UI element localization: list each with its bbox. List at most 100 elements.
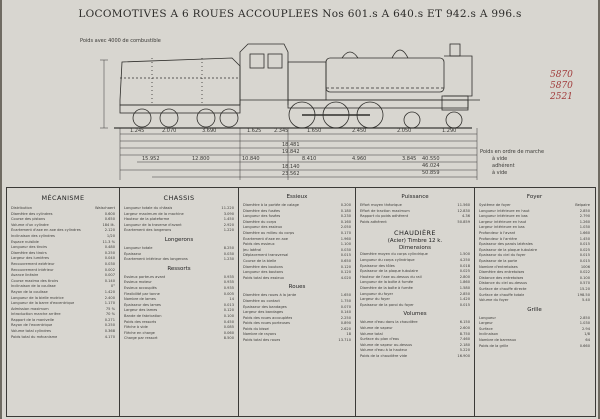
spec-value: Walschaert	[95, 206, 115, 210]
spec-label: Longueur des tiroirs	[11, 245, 47, 250]
dimension-label: 10.840	[242, 156, 260, 162]
weight-caption: Poids avec 4000 de combustible	[80, 38, 161, 44]
spec-value: 0.040	[104, 256, 115, 261]
spec-label: Écartement des longerons	[124, 228, 172, 233]
spec-value: 1006	[580, 264, 590, 269]
spec-value: 0.015	[340, 253, 351, 258]
spec-label: Diamètre des entretoises	[479, 270, 525, 275]
spec-label: Épaisseur des lames	[124, 302, 161, 307]
spec-value: 1.170	[104, 301, 115, 306]
spec-label: Bande de fabrication	[124, 313, 162, 318]
dimension-label: 2.070	[162, 128, 176, 134]
spec-label: Longueur totale du châssis	[124, 206, 173, 210]
spec-label: Charge par ressort	[124, 336, 158, 341]
spec-value: 18	[346, 332, 351, 337]
spec-label: Épaisseur	[124, 251, 142, 256]
spec-label: Épaisseur des parois latérales	[479, 242, 533, 247]
spec-value: 0.120	[340, 270, 351, 275]
spec-value: 13.710	[338, 338, 351, 343]
spec-value: 2.400	[104, 295, 115, 300]
spec-value: 1/8	[584, 332, 590, 337]
spec-value: 1.030	[579, 225, 590, 230]
spec-label: Jeu latéral	[243, 247, 262, 252]
spec-label: Longueur	[479, 315, 496, 320]
weight-note: à vide	[492, 155, 507, 162]
spec-label: Diamètre au contact	[243, 298, 280, 303]
dimension-label: 2.050	[397, 128, 411, 134]
spec-value: 0.030	[104, 261, 115, 266]
spec-label: Écartement intérieur des longerons	[124, 257, 188, 262]
spec-value: 1.260	[579, 219, 590, 224]
spec-value: 0.025	[579, 247, 590, 252]
spec-label: Course de la bielle	[243, 258, 277, 263]
spec-label: Épaisseur des tôles	[360, 263, 395, 268]
spec-label: Inclinaison des cylindres	[11, 233, 55, 238]
spec-value: 1.500	[459, 252, 470, 257]
longerons-title: Longerons	[164, 236, 194, 243]
spec-value: 0.200	[340, 203, 351, 207]
spec-value: 4.020	[340, 275, 351, 280]
spec-label: Volume total cylindres	[11, 329, 52, 334]
spec-label: Nombre de rayons	[243, 332, 277, 337]
spec-label: Rapport de la manivelle	[11, 317, 54, 322]
spec-label: Poids de la grille	[479, 343, 509, 348]
spec-value: 2.920	[223, 222, 234, 227]
spec-label: Volume d'un cylindre	[11, 222, 49, 227]
spec-value: 1.100	[340, 242, 351, 247]
spec-value: 0.005	[223, 291, 234, 296]
spec-label: Diamètre des tiroirs	[11, 250, 47, 255]
spec-value: 0.060	[223, 330, 234, 335]
volumes-title: Volumes	[403, 311, 427, 318]
essieux-title: Essieux	[286, 194, 308, 200]
puissance-title: Puissance	[401, 194, 429, 200]
spec-value: 0.450	[223, 319, 234, 324]
spec-label: Admission maximum	[11, 306, 49, 311]
tender-outline	[119, 57, 241, 128]
spec-value: 0.015	[459, 302, 470, 307]
spec-label: Course des pistons	[11, 217, 46, 222]
spec-label: Surface	[479, 326, 493, 331]
spec-label: Essieux accouplés	[124, 285, 157, 290]
weight-value: 50.859	[422, 170, 440, 176]
spec-label: Poids des essieux	[243, 242, 275, 247]
page-title: LOCOMOTIVES A 6 ROUES ACCOUPLEES Nos 601…	[78, 8, 522, 20]
spec-label: Volume de vapeur au-dessus	[360, 342, 413, 347]
spec-label: Surface de chauffe totale	[479, 292, 525, 297]
spec-value: 0.570	[579, 281, 590, 286]
spec-value: 0.480	[104, 245, 115, 250]
spec-value: 70 %	[105, 312, 115, 317]
spec-label: Hauteur de l'axe au-dessus du rail	[360, 274, 422, 279]
spec-value: 0.015	[579, 242, 590, 247]
weight-value: 40.550	[422, 156, 440, 162]
